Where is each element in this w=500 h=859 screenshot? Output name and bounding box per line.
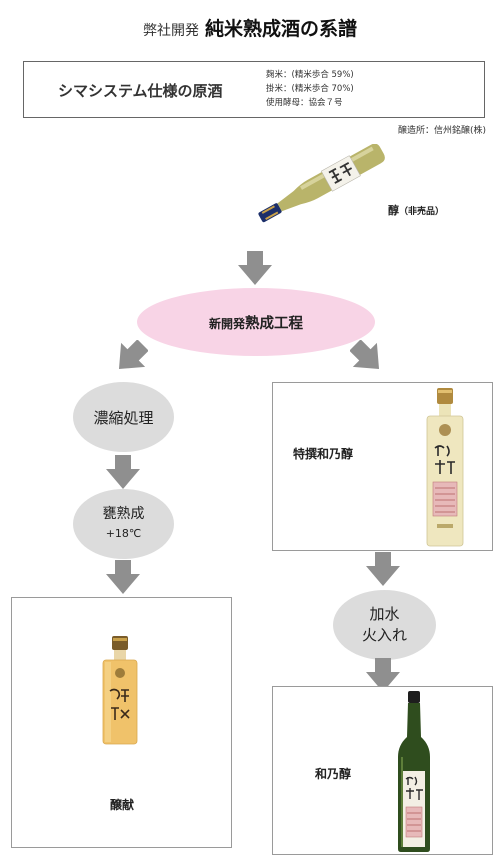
spec-line-yeast: 使用酵母：協会７号: [266, 98, 343, 108]
arrow-down-icon: [106, 455, 140, 489]
arrow-down-left-icon: [118, 340, 148, 370]
tokusen-bottle-image: [426, 388, 464, 547]
wanojun-label: 和乃醇: [315, 767, 352, 781]
page-title: 弊社開発純米熟成酒の系譜: [0, 14, 500, 41]
jun-bottle-image: [258, 144, 385, 223]
arrow-down-icon: [238, 251, 272, 285]
arrow-down-icon: [366, 552, 400, 586]
title-main: 純米熟成酒の系譜: [204, 18, 357, 40]
spec-name: シマシステム仕様の原酒: [58, 82, 223, 100]
jar-aging-step: 甕熟成 +18℃: [73, 489, 174, 559]
spec-box: シマシステム仕様の原酒 麹米：(精米歩合 59%) 掛米：(精米歩合 70%) …: [23, 61, 485, 118]
spec-line-kake: 掛米：(精米歩合 70%): [266, 84, 354, 94]
pasteurize-label: 火入れ: [361, 626, 407, 644]
arrow-down-right-icon: [350, 340, 380, 370]
process-ellipse: 新開発熟成工程: [137, 288, 375, 356]
jar-aging-label: 甕熟成: [102, 506, 145, 522]
tokusen-label: 特撰和乃醇: [293, 447, 354, 461]
concentrate-step: 濃縮処理: [73, 382, 174, 452]
jun-note: （非売品）: [399, 207, 445, 217]
process-label-big: 熟成工程: [245, 315, 303, 332]
brewery-label: 醸造所：信州銘醸(株): [397, 126, 486, 136]
spec-lines: 麹米：(精米歩合 59%) 掛米：(精米歩合 70%) 使用酵母：協会７号: [266, 68, 354, 110]
product-panel-jokon: 醸献: [11, 597, 232, 848]
product-panel-tokusen: 特撰和乃醇: [272, 382, 493, 551]
concentrate-label: 濃縮処理: [93, 408, 154, 427]
process-label-small: 新開発: [208, 316, 245, 331]
add-water-step: 加水 火入れ: [333, 590, 436, 660]
title-prefix: 弊社開発: [142, 23, 199, 39]
jokon-label: 醸献: [110, 798, 135, 812]
wanojun-bottle-image: [398, 691, 430, 852]
jun-label: 醇（非売品）: [388, 202, 444, 218]
spec-line-koji: 麹米：(精米歩合 59%): [266, 70, 354, 80]
add-water-label: 加水: [369, 605, 400, 623]
arrow-down-icon: [366, 658, 400, 692]
jar-aging-temp: +18℃: [105, 527, 142, 540]
jun-name: 醇: [388, 204, 399, 217]
arrow-down-icon: [106, 560, 140, 594]
process-label: 新開発熟成工程: [209, 312, 303, 333]
jokon-bottle-image: [102, 636, 138, 745]
product-panel-wanojun: 和乃醇: [272, 686, 493, 855]
